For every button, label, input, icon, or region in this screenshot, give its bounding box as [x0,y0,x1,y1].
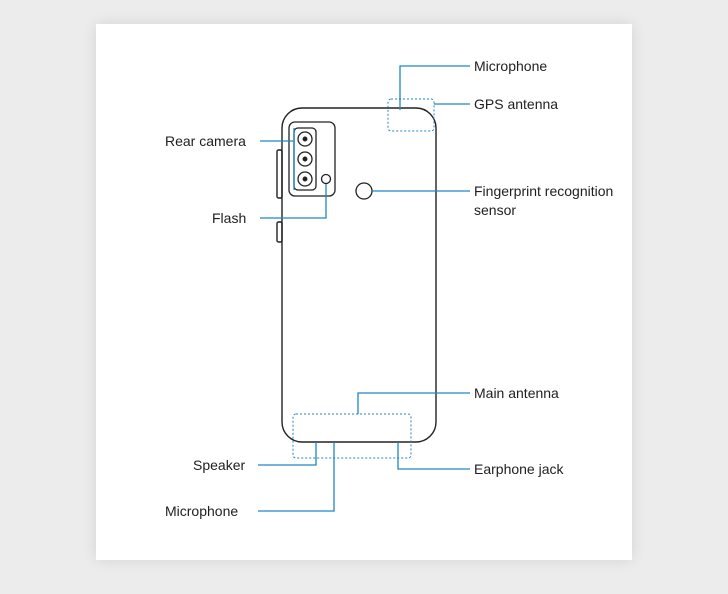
phone-outline [281,107,437,443]
lens-1-center [302,136,308,142]
dotted-regions [292,98,435,459]
callout-main-antenna [357,392,470,414]
diagram-sheet [96,24,632,560]
lens-3-center [302,176,308,182]
label-fingerprint-line2: sensor [474,202,516,218]
label-speaker: Speaker [193,457,245,473]
callout-speaker [258,442,317,466]
phone-body [276,107,437,443]
lens-3 [297,171,313,187]
label-main-antenna: Main antenna [474,385,559,401]
lens-1 [297,131,313,147]
camera-module [288,121,336,197]
flash-led [320,173,332,185]
label-microphone-bottom: Microphone [165,503,238,519]
label-flash: Flash [212,210,246,226]
label-rear-camera: Rear camera [165,133,246,149]
camera-bump [288,121,336,197]
callout-microphone-bottom [258,442,335,512]
label-microphone-top: Microphone [474,58,547,74]
lens-2-center [302,156,308,162]
lens-2 [297,151,313,167]
labels: Microphone GPS antenna Rear camera Finge… [165,58,613,519]
callout-flash [260,184,327,219]
bottom-antenna-region [292,413,412,459]
callout-microphone-top [399,65,470,110]
volume-button [276,149,283,199]
label-earphone-jack: Earphone jack [474,461,565,477]
gps-antenna-region [387,98,435,132]
fingerprint-sensor [355,182,373,200]
callout-earphone-jack [397,442,470,470]
callout-lines [258,65,470,512]
label-fingerprint-line1: Fingerprint recognition [474,183,613,199]
power-button [276,221,283,243]
label-gps-antenna: GPS antenna [474,96,558,112]
